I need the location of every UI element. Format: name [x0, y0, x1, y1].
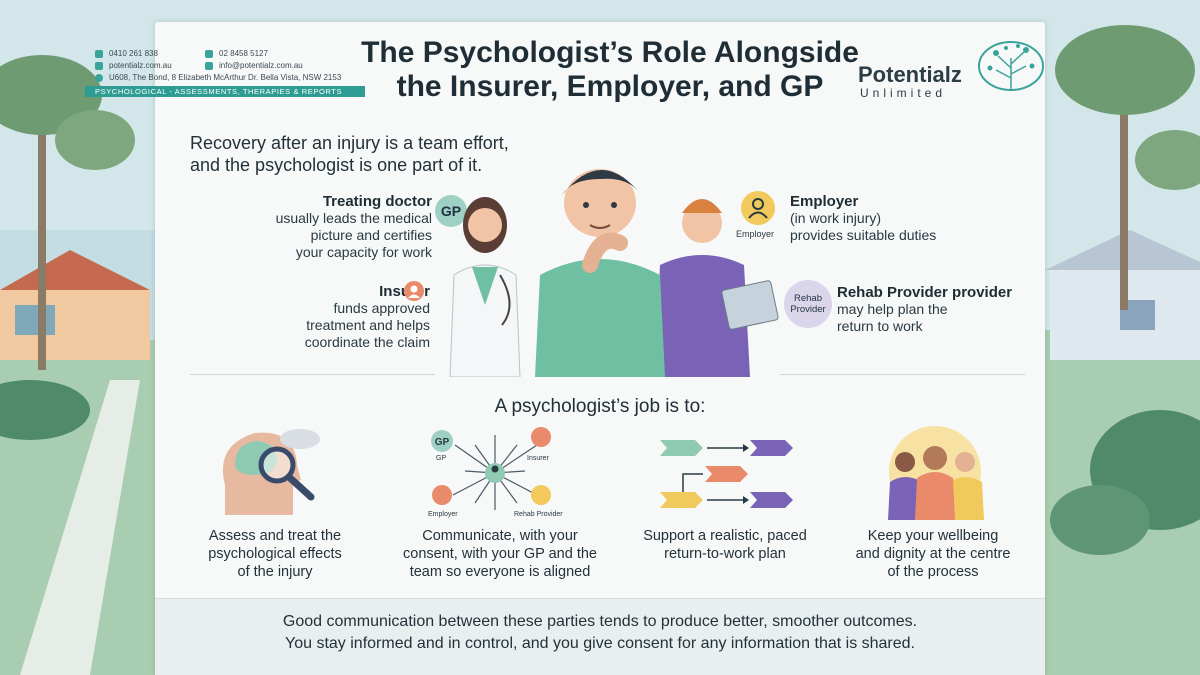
left-divider — [190, 374, 435, 375]
contact-info: 0410 261 838 potentialz.com.au U608, The… — [95, 48, 341, 84]
svg-text:GP: GP — [435, 437, 450, 448]
role-treating-doctor: Treating doctor usually leads the medica… — [268, 193, 432, 261]
job-line: Keep your wellbeing — [867, 528, 999, 544]
job-line: team so everyone is aligned — [409, 564, 591, 580]
left-house — [0, 250, 150, 360]
left-tree — [0, 55, 135, 370]
doctor-figure — [449, 197, 521, 377]
role-desc: provides suitable duties — [790, 227, 937, 243]
network-gp-label: GP — [436, 455, 447, 462]
role-desc: (in work injury) — [790, 210, 882, 226]
role-desc: treatment and helps — [306, 317, 430, 333]
role-desc: coordinate the claim — [304, 334, 430, 350]
footer-line-2: You stay informed and in control, and yo… — [285, 635, 915, 652]
right-tree — [1055, 25, 1200, 310]
role-title: Treating doctor — [322, 193, 432, 210]
job-line: of the process — [887, 564, 979, 580]
fax-icon — [205, 50, 213, 58]
logo-name: Potentialz — [858, 62, 962, 87]
role-desc: your capacity for work — [295, 244, 432, 260]
role-title: Employer — [790, 193, 859, 210]
job-communicate: Communicate, with your consent, with you… — [393, 527, 607, 581]
role-employer: Employer (in work injury) provides suita… — [790, 193, 936, 244]
location-icon — [95, 74, 103, 82]
job-line: Assess and treat the — [208, 528, 342, 544]
network-insurer-label: Insurer — [527, 455, 549, 462]
page-title: The Psychologist’s Role Alongside the In… — [330, 36, 890, 104]
employer-figure — [655, 199, 779, 377]
right-divider — [780, 374, 1025, 375]
return-to-work-plan-icon — [660, 440, 793, 508]
head-magnifier-icon — [223, 429, 320, 515]
jobs-heading: A psychologist’s job is to: — [494, 396, 706, 417]
intro-text: Recovery after an injury is a team effor… — [190, 132, 509, 176]
landline-number: 02 8458 5127 — [219, 49, 268, 58]
phone-number: 0410 261 838 — [109, 49, 158, 58]
logo-subtitle: Unlimited — [860, 86, 947, 100]
intro-line-1: Recovery after an injury is a team effor… — [190, 133, 509, 153]
role-desc: funds approved — [333, 300, 430, 316]
network-rehab-label: Rehab Provider — [514, 511, 563, 518]
footer-note: Good communication between these parties… — [155, 598, 1045, 675]
intro-line-2: and the psychologist is one part of it. — [190, 155, 483, 175]
job-support-plan: Support a realistic, paced return-to-wor… — [625, 527, 825, 563]
communication-network-icon: GP — [431, 427, 551, 510]
badge-line: Rehab — [794, 293, 822, 304]
people-group-icon — [888, 426, 984, 520]
footer-line-1: Good communication between these parties… — [282, 613, 918, 630]
job-line: and dignity at the centre — [855, 546, 1011, 562]
services-banner: PSYCHOLOGICAL - ASSESSMENTS, THERAPIES &… — [85, 86, 365, 97]
job-line: consent, with your GP and the — [403, 546, 597, 562]
insurer-person-icon — [404, 281, 424, 301]
phone-icon — [95, 50, 103, 58]
rehab-provider-badge: Rehab Provider — [784, 280, 832, 328]
role-desc: usually leads the medical — [275, 210, 432, 226]
role-rehab-provider: Rehab Provider provider may help plan th… — [837, 284, 1012, 335]
network-employer-label: Employer — [428, 511, 458, 518]
role-title: Rehab Provider provider — [837, 284, 1013, 301]
job-line: return-to-work plan — [664, 546, 786, 562]
job-assess: Assess and treat the psychological effec… — [175, 527, 375, 581]
badge-line: Provider — [790, 304, 826, 315]
address-text: U608, The Bond, 8 Elizabeth McArthur Dr.… — [109, 73, 342, 82]
job-line: Support a realistic, paced — [643, 528, 807, 544]
employer-badge-label: Employer — [736, 229, 775, 239]
team-illustration — [449, 169, 779, 377]
employer-person-icon — [741, 191, 775, 225]
globe-icon — [95, 62, 103, 70]
job-line: psychological effects — [208, 546, 342, 562]
job-line: of the injury — [237, 564, 313, 580]
website-link[interactable]: potentialz.com.au — [109, 61, 172, 70]
job-line: Communicate, with your — [422, 528, 578, 544]
role-desc: return to work — [837, 318, 923, 334]
email-icon — [205, 62, 213, 70]
email-link[interactable]: info@potentialz.com.au — [219, 61, 303, 70]
role-desc: picture and certifies — [310, 227, 432, 243]
role-desc: may help plan the — [837, 301, 948, 317]
brand-logo: Potentialz Unlimited — [858, 40, 1044, 100]
brain-tree-icon — [978, 41, 1044, 91]
title-line-2: the Insurer, Employer, and GP — [396, 70, 824, 103]
gp-badge: GP — [435, 195, 467, 227]
client-figure — [535, 169, 665, 377]
title-line-1: The Psychologist’s Role Alongside — [361, 36, 859, 69]
job-wellbeing: Keep your wellbeing and dignity at the c… — [838, 527, 1028, 581]
